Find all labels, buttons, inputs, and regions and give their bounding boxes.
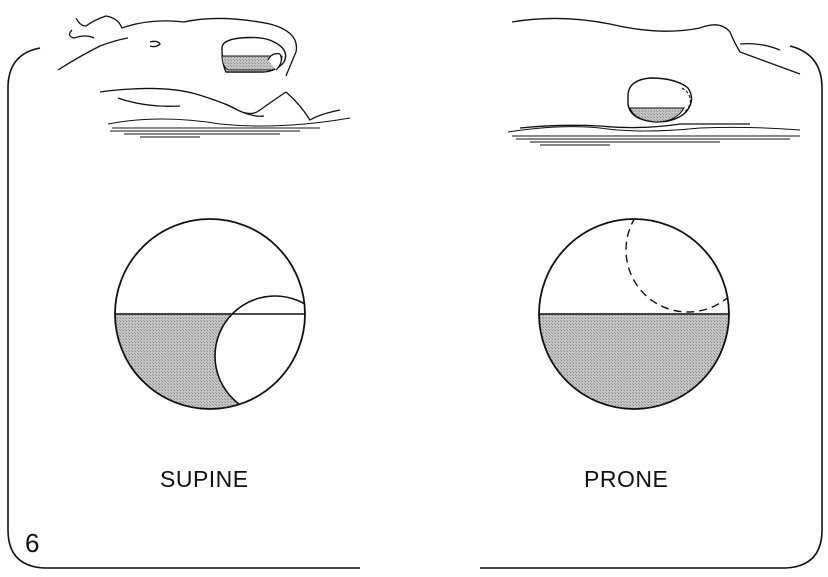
prone-gallbladder — [628, 78, 692, 122]
supine-label: SUPINE — [160, 466, 249, 493]
supine-circle-diagram — [110, 219, 335, 424]
supine-gallbladder — [222, 38, 286, 73]
prone-circle-diagram — [534, 188, 750, 424]
figure-number: 6 — [25, 528, 39, 559]
prone-label: PRONE — [584, 466, 668, 493]
supine-body-illustration — [58, 16, 340, 120]
supine-table — [108, 118, 350, 137]
prone-table — [508, 127, 800, 145]
